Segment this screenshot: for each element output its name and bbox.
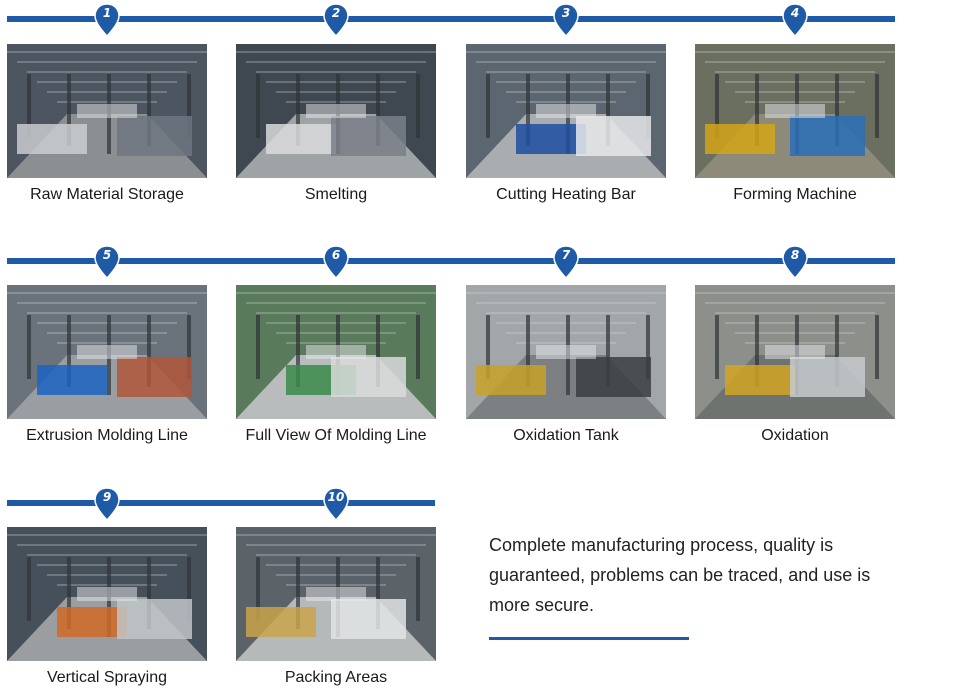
step-number: 5 <box>102 248 112 262</box>
step-marker-8: 8 <box>782 245 808 279</box>
step-caption-6: Full View Of Molding Line <box>245 427 427 444</box>
step-number: 2 <box>331 6 341 20</box>
step-caption-2: Smelting <box>304 186 368 203</box>
step-number: 6 <box>331 248 341 262</box>
step-number: 3 <box>561 6 571 20</box>
step-photo-6 <box>236 285 436 419</box>
step-number: 4 <box>790 6 800 20</box>
step-caption-5: Extrusion Molding Line <box>26 427 188 444</box>
step-marker-9: 9 <box>94 487 120 521</box>
step-marker-5: 5 <box>94 245 120 279</box>
step-photo-4 <box>695 44 895 178</box>
timeline-line-row-3 <box>7 500 435 506</box>
step-caption-1: Raw Material Storage <box>30 186 184 203</box>
step-caption-9: Vertical Spraying <box>46 669 168 686</box>
step-number: 8 <box>790 248 800 262</box>
step-marker-7: 7 <box>553 245 579 279</box>
step-photo-3 <box>466 44 666 178</box>
step-number: 1 <box>102 6 112 20</box>
step-photo-2 <box>236 44 436 178</box>
step-number: 10 <box>327 490 345 504</box>
step-marker-6: 6 <box>323 245 349 279</box>
step-caption-10: Packing Areas <box>284 669 388 686</box>
timeline-line-row-1 <box>7 16 895 22</box>
timeline-line-row-2 <box>7 258 895 264</box>
step-photo-9 <box>7 527 207 661</box>
step-marker-3: 3 <box>553 3 579 37</box>
step-photo-8 <box>695 285 895 419</box>
description-divider <box>489 637 689 640</box>
step-number: 7 <box>561 248 571 262</box>
step-number: 9 <box>102 490 112 504</box>
step-caption-7: Oxidation Tank <box>513 427 619 444</box>
step-caption-3: Cutting Heating Bar <box>496 186 636 203</box>
step-caption-8: Oxidation <box>761 427 829 444</box>
step-photo-7 <box>466 285 666 419</box>
step-marker-1: 1 <box>94 3 120 37</box>
step-photo-5 <box>7 285 207 419</box>
process-description: Complete manufacturing process, quality … <box>489 535 871 615</box>
step-caption-4: Forming Machine <box>733 186 857 203</box>
step-marker-4: 4 <box>782 3 808 37</box>
step-photo-10 <box>236 527 436 661</box>
step-photo-1 <box>7 44 207 178</box>
step-marker-2: 2 <box>323 3 349 37</box>
step-marker-10: 10 <box>323 487 349 521</box>
